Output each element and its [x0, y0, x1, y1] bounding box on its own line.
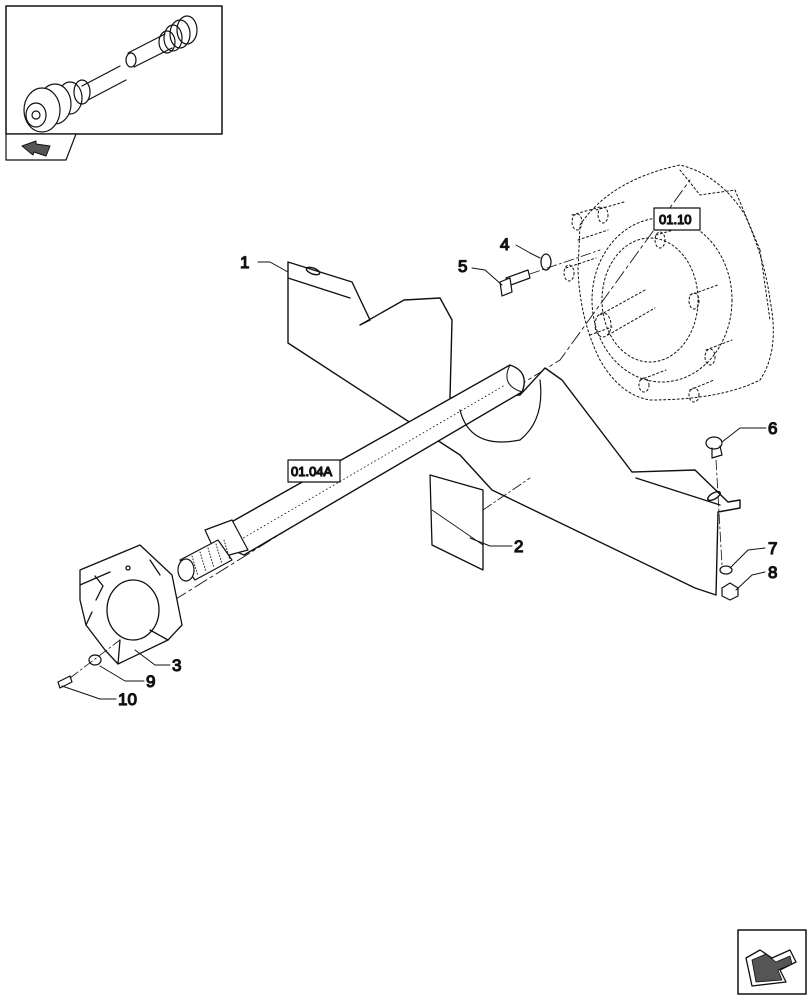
shaft-guard-panel	[287, 261, 741, 596]
ref-box-01-10[interactable]: 01.10	[653, 207, 701, 231]
washer-7	[719, 565, 733, 575]
callout-10: 10	[118, 690, 137, 709]
bolt-10	[57, 675, 73, 689]
nav-arrow-back-icon[interactable]	[5, 133, 77, 161]
carriage-bolt-6	[705, 436, 723, 459]
washer-9	[88, 654, 102, 666]
nav-arrow-next-icon[interactable]	[737, 929, 807, 995]
shaft-centerline	[109, 179, 691, 641]
bolt-5	[499, 269, 531, 297]
callout-5: 5	[458, 257, 467, 276]
assembly-lines	[69, 249, 723, 679]
gearbox-housing	[563, 164, 774, 403]
washer-4	[540, 253, 552, 271]
callout-8: 8	[768, 563, 777, 582]
callout-1: 1	[240, 253, 249, 272]
callout-6: 6	[768, 419, 777, 438]
ref-box-01-04a[interactable]: 01.04A	[287, 459, 341, 483]
callout-2: 2	[514, 537, 523, 556]
nut-8	[721, 582, 739, 601]
callout-4: 4	[500, 235, 509, 254]
pto-shaft-tube	[177, 364, 542, 582]
callout-3: 3	[172, 656, 181, 675]
pto-shaft-thumbnail-icon	[23, 15, 198, 133]
shaft-coupling	[79, 544, 183, 665]
thumbnail-panel	[5, 5, 223, 135]
callout-9: 9	[146, 672, 155, 691]
callout-7: 7	[768, 539, 777, 558]
ref-label-01-04a: 01.04A	[291, 464, 333, 479]
ref-label-01-10: 01.10	[659, 212, 692, 227]
decal-2	[429, 474, 484, 571]
callout-leaders	[61, 244, 767, 700]
